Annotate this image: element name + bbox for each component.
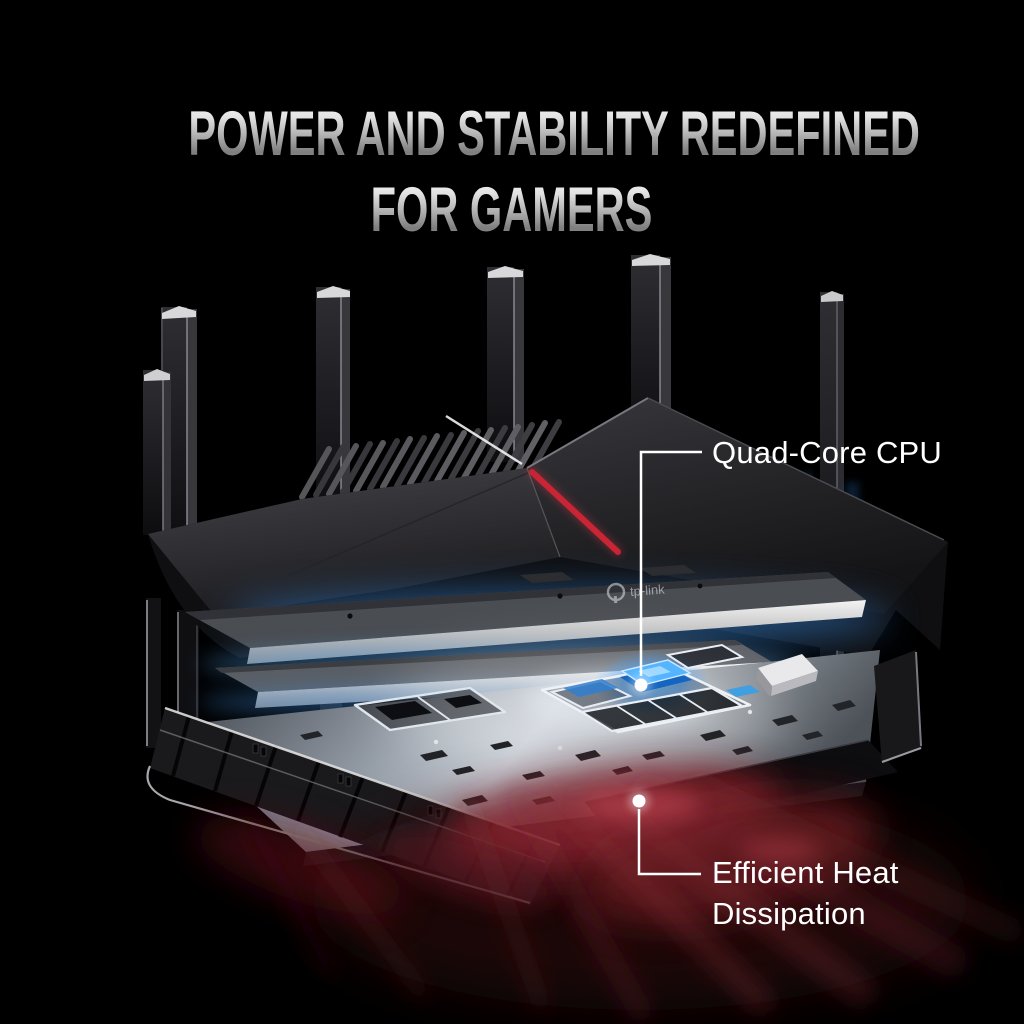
antenna-1 (143, 369, 171, 535)
metal-bracket (756, 654, 818, 697)
right-wall (874, 650, 922, 764)
heat-callout-label: Efficient Heat Dissipation (712, 855, 899, 931)
cpu-callout-dot (634, 678, 648, 692)
svg-text:tp-link: tp-link (629, 582, 665, 599)
headline-line1: POWER AND STABILITY REDEFINED (0, 96, 1024, 172)
heat-glow (195, 766, 1023, 1022)
white-accent-line (445, 414, 523, 466)
antenna-3 (316, 286, 350, 512)
heat-callout-dot (632, 794, 646, 808)
blue-pad-left (563, 679, 618, 697)
cpu-callout (630, 450, 702, 696)
tp-link-logo: tp-link (606, 582, 666, 604)
cover-left-facet (148, 468, 560, 616)
headline: POWER AND STABILITY REDEFINED FOR GAMERS (0, 96, 1024, 248)
headline-line2: FOR GAMERS (0, 172, 1024, 248)
heat-callout (628, 790, 701, 876)
cpu-callout-label: Quad-Core CPU (712, 435, 943, 470)
blue-pad-right (726, 685, 760, 697)
cover-right-facet (527, 398, 948, 614)
